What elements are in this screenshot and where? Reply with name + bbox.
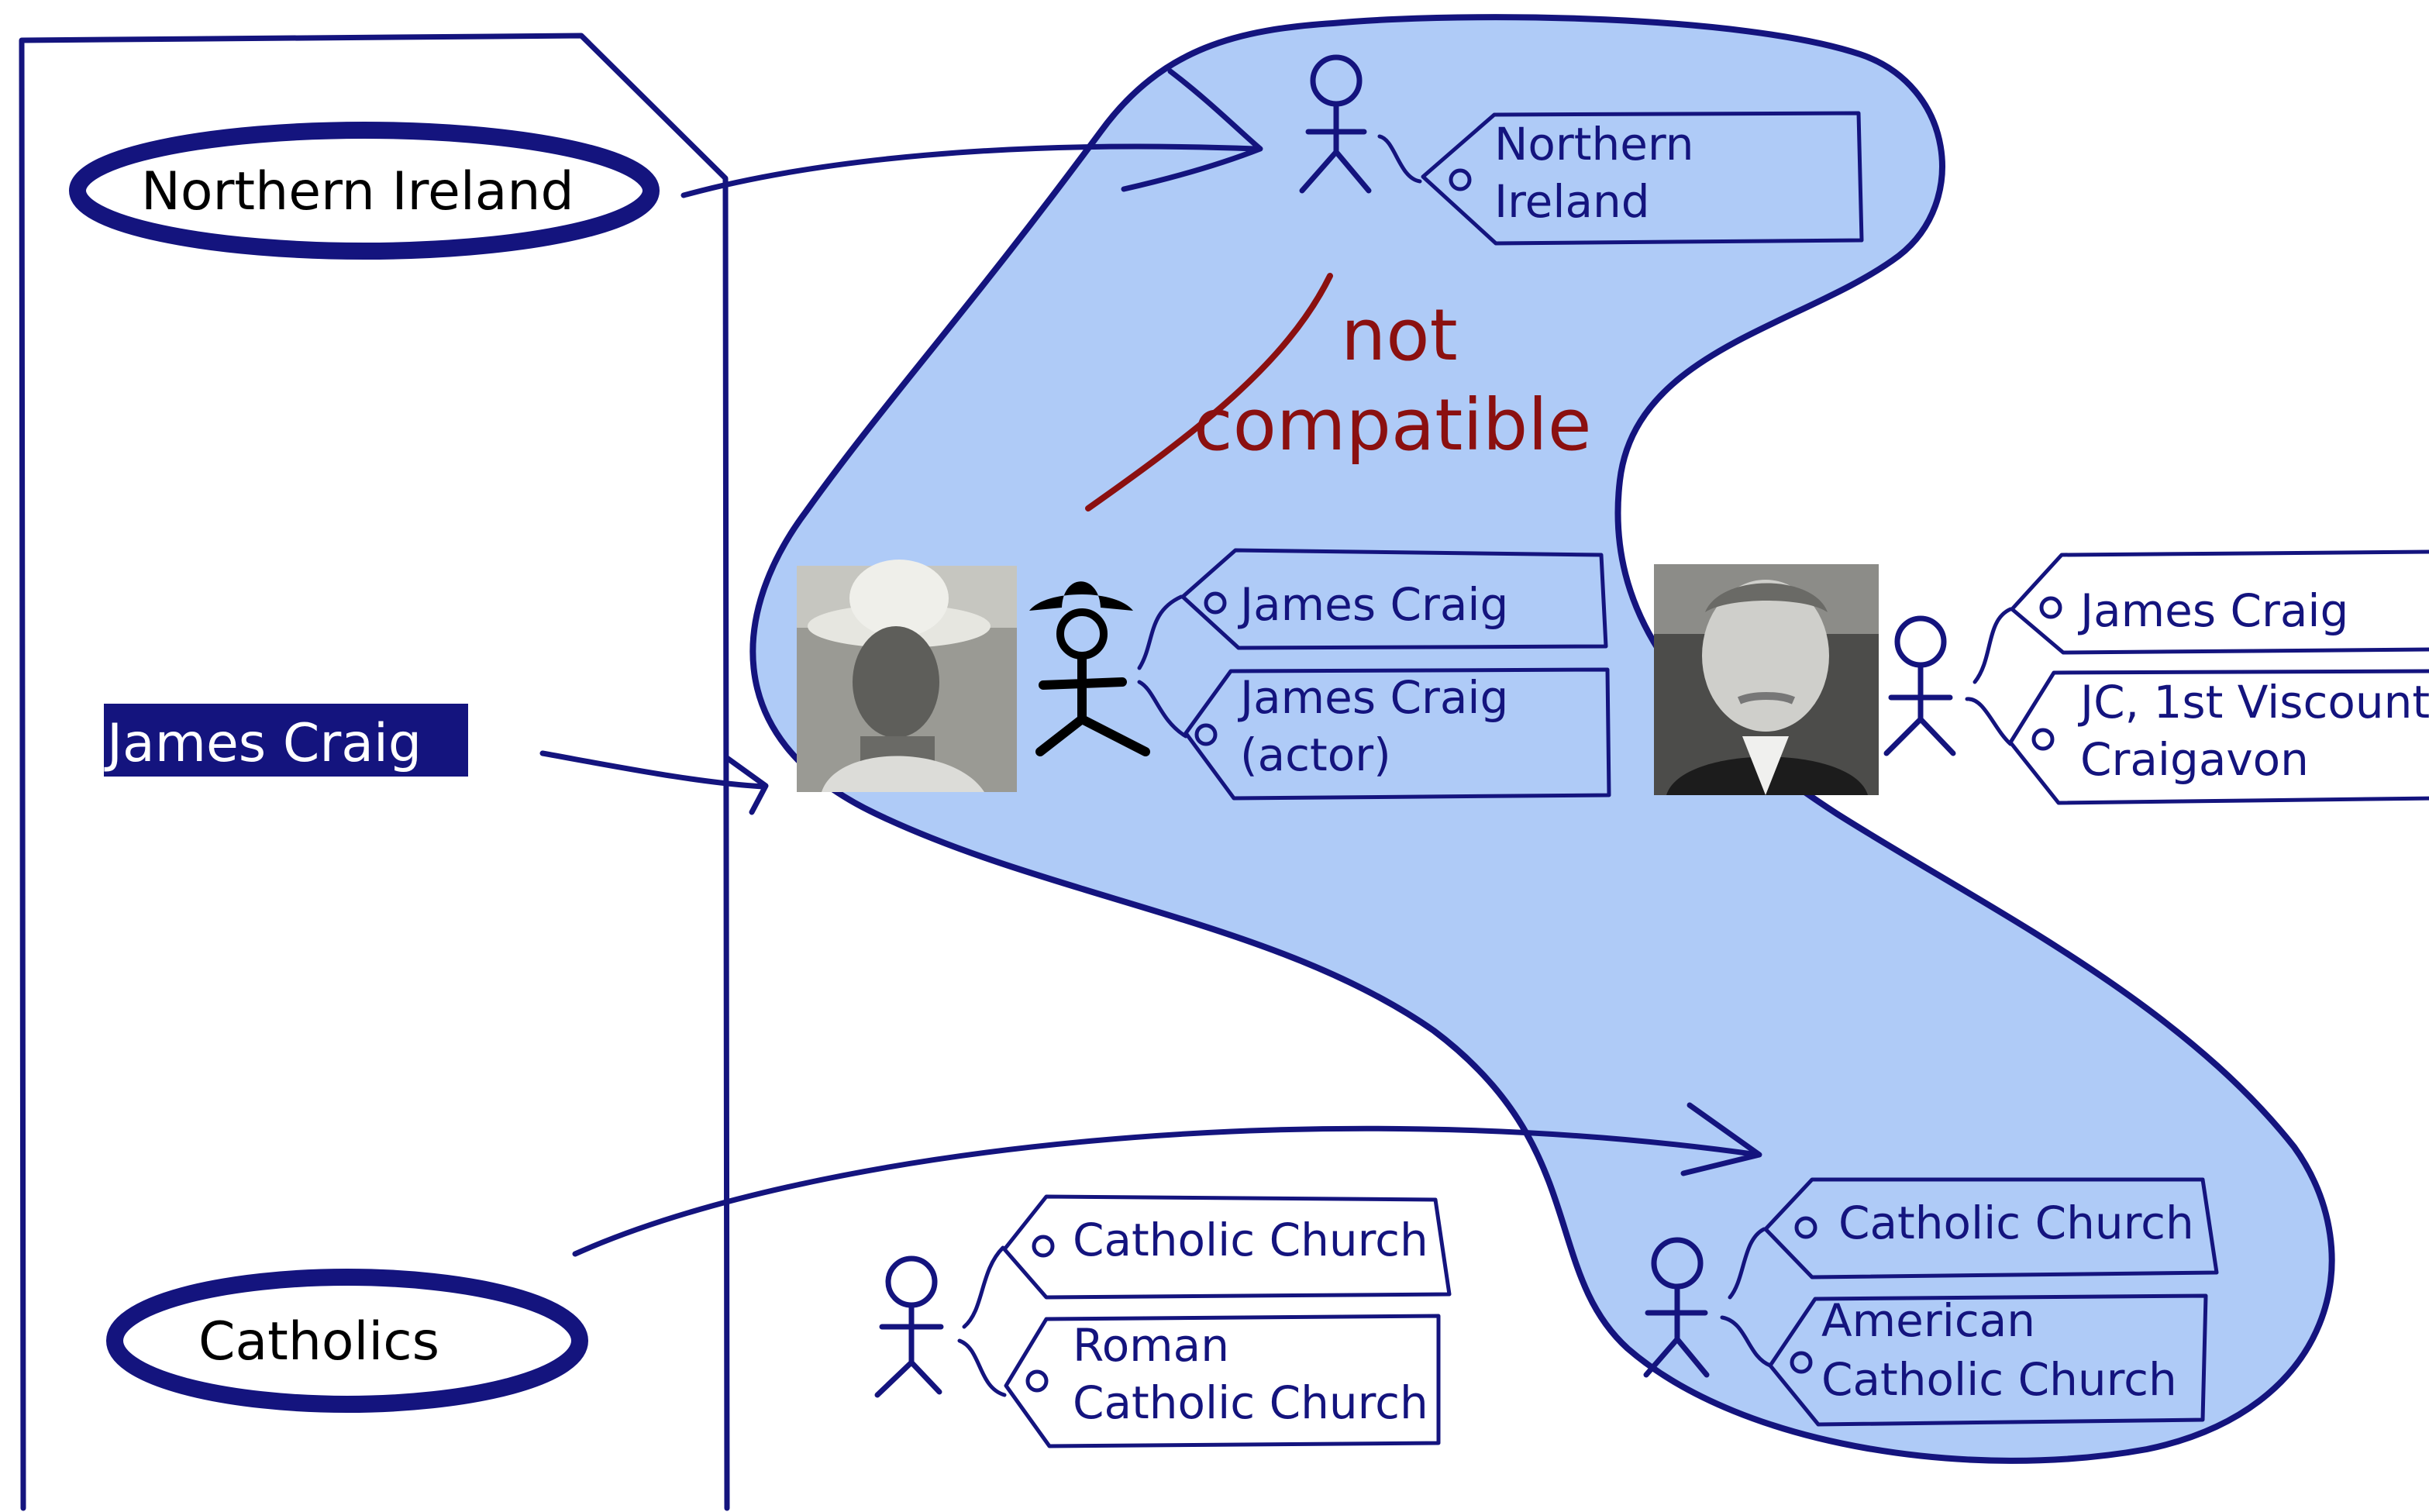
stick-figure-icon [1883, 615, 1956, 756]
stick-figure-icon [1299, 54, 1372, 194]
link-arrow-northern-ireland [680, 68, 1263, 198]
entity-tag: James Craig [2010, 549, 2429, 655]
mention-label: Catholics [198, 1311, 439, 1373]
mention-james-craig[interactable]: James Craig [104, 704, 468, 777]
viscount-photo [1654, 564, 1879, 795]
link-arrow-james-craig [539, 750, 769, 815]
link-arrow-catholics [572, 1102, 1762, 1257]
mention-label: James Craig [104, 713, 422, 774]
svg-text:James Craig: James Craig [1238, 578, 1508, 631]
mention-catholics[interactable]: Catholics [106, 1269, 588, 1413]
svg-text:Catholic Church: Catholic Church [1073, 1214, 1428, 1266]
svg-text:Catholic Church: Catholic Church [1838, 1197, 2194, 1249]
entity-james-craig-actor[interactable]: James Craig James Craig(actor) [797, 548, 1611, 801]
incompatibility-slash [1085, 273, 1333, 511]
annotation-not: not [1341, 294, 1458, 377]
stick-figure-icon [1643, 1237, 1710, 1378]
entity-tag: James Craig [1180, 548, 1608, 650]
svg-text:James Craig(actor): James Craig(actor) [1238, 671, 1508, 781]
stick-figure-icon [874, 1255, 944, 1398]
entity-tag: Catholic Church [1763, 1177, 2219, 1280]
entity-tag: Catholic Church [1002, 1194, 1452, 1300]
actor-photo [797, 560, 1017, 792]
selected-interpretation-blob [749, 14, 2335, 1464]
svg-text:James Craig: James Craig [2078, 584, 2348, 637]
mention-label: Northern Ireland [141, 161, 574, 222]
document-page-outline [19, 33, 730, 1511]
mention-northern-ireland[interactable]: Northern Ireland [69, 122, 660, 260]
cowboy-stick-figure-icon [1029, 581, 1150, 756]
entity-tag: James Craig(actor) [1183, 667, 1611, 801]
annotation-compatible: compatible [1194, 384, 1591, 467]
